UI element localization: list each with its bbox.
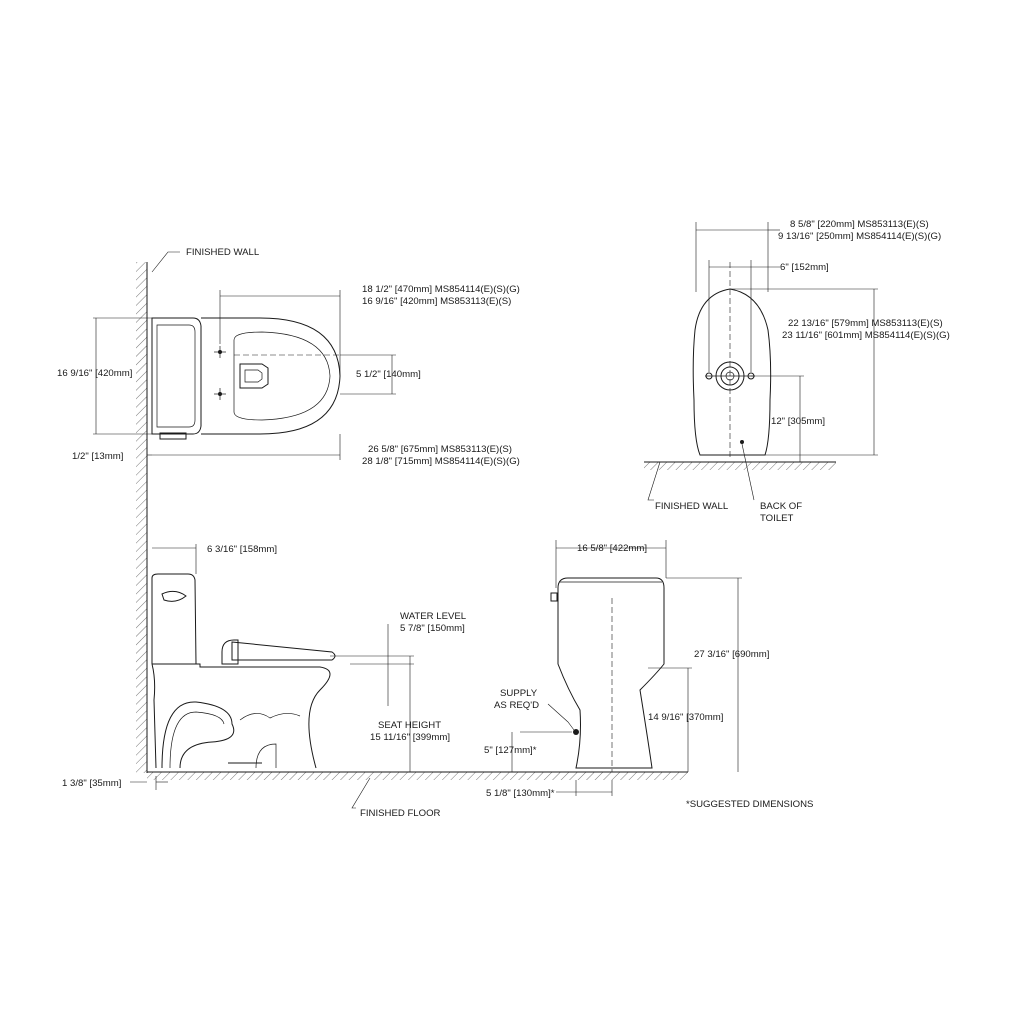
wall-gap: 1/2" [13mm] (72, 451, 123, 462)
rear-w-2: 9 13/16" [250mm] MS854114(E)(S)(G) (778, 231, 941, 242)
seat-height-label: SEAT HEIGHT (378, 720, 441, 731)
top-depth: 16 9/16" [420mm] (57, 368, 132, 379)
rear-six: 6" [152mm] (780, 262, 829, 273)
finished-wall-right-label: FINISHED WALL (655, 501, 729, 512)
side-base: 1 3/8" [35mm] (62, 778, 121, 789)
overall-1: 26 5/8" [675mm] MS853113(E)(S) (368, 444, 512, 455)
front-view (550, 577, 665, 772)
supply-off: 5 1/8" [130mm]* (486, 788, 555, 799)
suggested-note: *SUGGESTED DIMENSIONS (686, 799, 813, 810)
side-view-dims (130, 544, 414, 790)
supply-label-1: SUPPLY (500, 688, 538, 699)
side-view (151, 573, 336, 769)
rear-twelve: 12" [305mm] (771, 416, 825, 427)
water-level-label: WATER LEVEL (400, 611, 467, 622)
finished-wall-left (136, 262, 148, 773)
side-tank: 6 3/16" [158mm] (207, 544, 277, 555)
back-of-toilet-1: BACK OF (760, 501, 802, 512)
top-view-dims (93, 290, 396, 460)
front-h: 27 3/16" [690mm] (694, 649, 769, 660)
front-view-dims (511, 540, 742, 796)
rear-h-1: 22 13/16" [579mm] MS853113(E)(S) (788, 318, 943, 329)
front-w: 16 5/8" [422mm] (577, 543, 647, 554)
front-rim: 14 9/16" [370mm] (648, 712, 723, 723)
supply-h: 5" [127mm]* (484, 745, 537, 756)
finished-floor-leader (351, 777, 371, 809)
bowl-offset: 5 1/2" [140mm] (356, 369, 421, 380)
top-view (151, 317, 341, 440)
finished-floor (147, 771, 688, 780)
finished-wall-top-label: FINISHED WALL (186, 247, 260, 258)
rear-view-dims (647, 222, 878, 501)
finished-floor-label: FINISHED FLOOR (360, 808, 441, 819)
rear-h-2: 23 11/16" [601mm] MS854114(E)(S)(G) (782, 330, 950, 341)
top-len-1: 18 1/2" [470mm] MS854114(E)(S)(G) (362, 284, 520, 295)
finished-wall-top-leader (151, 251, 180, 273)
overall-2: 28 1/8" [715mm] MS854114(E)(S)(G) (362, 456, 520, 467)
rear-view (644, 262, 836, 470)
back-of-toilet-2: TOILET (760, 513, 794, 524)
water-level-dim: 5 7/8" [150mm] (400, 623, 465, 634)
seat-height-dim: 15 11/16" [399mm] (370, 732, 450, 743)
rear-w-1: 8 5/8" [220mm] MS853113(E)(S) (790, 219, 929, 230)
top-len-2: 16 9/16" [420mm] MS853113(E)(S) (362, 296, 511, 307)
supply-label-2: AS REQ'D (494, 700, 539, 711)
